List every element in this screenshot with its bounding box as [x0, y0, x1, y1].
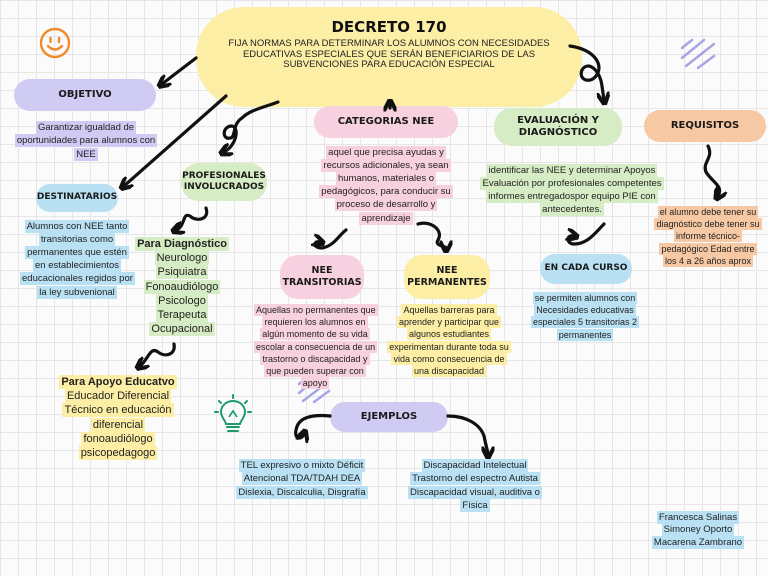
- arrow: [446, 414, 488, 454]
- authors: Francesca Salinas Simoney Oporto Macaren…: [642, 511, 754, 549]
- diagnostico-list: Para Diagnóstico Neurologo Psiquiatra Fo…: [134, 237, 230, 337]
- apoyo-item: diferencial: [90, 417, 146, 432]
- apoyo-list: Para Apoyo Educatvo Educador Diferencial…: [52, 375, 184, 461]
- arrow: [162, 56, 198, 84]
- title-bubble: [196, 7, 582, 107]
- arrow: [176, 206, 209, 230]
- categorias-text: aquel que precisa ayudas y recursos adic…: [319, 146, 453, 225]
- author-name: Francesca Salinas: [656, 511, 740, 524]
- objetivo-text: Garantizar igualdad de oportunidades par…: [14, 121, 158, 161]
- categorias-label: CATEGORIAS NEE: [314, 106, 458, 138]
- apoyo-item: psicopedagogo: [78, 446, 158, 461]
- permanentes-label: NEE PERMANENTES: [404, 255, 490, 299]
- author-name: Macarena Zambrano: [651, 535, 745, 549]
- ejemplos-label: EJEMPLOS: [330, 402, 448, 432]
- transitorias-text: Aquellas no permanentes que requieren lo…: [254, 304, 378, 390]
- arrow: [703, 144, 719, 196]
- lightbulb-icon: [214, 394, 252, 432]
- ejemplos-left-text: TEL expresivo o mixto Déficit Atencional…: [236, 459, 368, 499]
- arrow: [315, 228, 348, 250]
- curso-label: EN CADA CURSO: [540, 254, 632, 284]
- arrow: [568, 222, 606, 246]
- diagnostico-title: Para Diagnóstico: [135, 237, 229, 251]
- diagnostico-item: Terapeuta: [155, 308, 209, 323]
- evaluacion-text: identificar las NEE y determinar Apoyos …: [480, 164, 664, 217]
- apoyo-item: Técnico en educación: [62, 403, 174, 418]
- transitorias-label: NEE TRANSITORIAS: [280, 255, 364, 299]
- diagnostico-item: Fonoaudiólogo: [143, 279, 221, 294]
- arrow: [294, 413, 332, 439]
- requisitos-label: REQUISITOS: [644, 110, 766, 142]
- ejemplos-right-text: Discapacidad Intelectual Trastorno del e…: [408, 459, 542, 512]
- requisitos-text: el alumno debe tener su diagnóstico debe…: [654, 206, 762, 267]
- scribble-icon: [680, 38, 716, 70]
- smiley-icon: [39, 27, 71, 59]
- evaluacion-label: EVALUACIÓN Y DIAGNÓSTICO: [494, 108, 622, 146]
- diagnostico-item: Neurologo: [154, 251, 210, 265]
- arrow: [224, 100, 280, 152]
- curso-text: se permiten alumnos con Necesidades educ…: [530, 292, 640, 341]
- arrow: [140, 342, 176, 366]
- apoyo-item: fonoaudiólogo: [81, 431, 155, 446]
- diagnostico-item: Psicologo: [156, 293, 208, 308]
- destinatarios-label: DESTINATARIOS: [36, 184, 118, 212]
- profesionales-label: PROFESIONALES INVOLUCRADOS: [181, 163, 267, 201]
- title: DECRETO 170: [331, 18, 447, 36]
- author-name: Simoney Oporto: [661, 523, 735, 537]
- destinatarios-text: Alumnos con NEE tanto transitorias como …: [20, 220, 135, 299]
- diagnostico-item: Ocupacional: [149, 322, 215, 337]
- diagnostico-item: Psiquiatra: [155, 265, 209, 280]
- subtitle: FIJA NORMAS PARA DETERMINAR LOS ALUMNOS …: [228, 38, 550, 71]
- apoyo-item: Educador Diferencial: [64, 389, 172, 403]
- objetivo-label: OBJETIVO: [14, 79, 156, 111]
- permanentes-text: Aquellas barreras para aprender y partic…: [387, 304, 511, 378]
- arrow: [416, 221, 446, 248]
- apoyo-title: Para Apoyo Educatvo: [59, 375, 177, 389]
